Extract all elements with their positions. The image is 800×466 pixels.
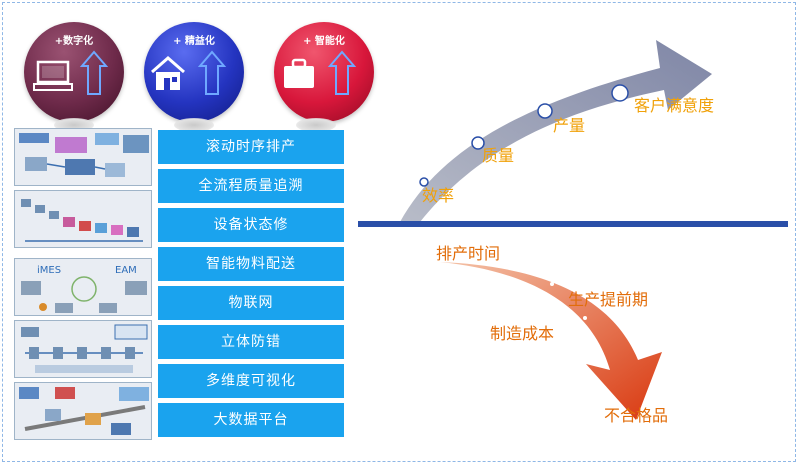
feature-material-delivery: 智能物料配送 [158,247,344,281]
thumbnail-text-eam: EAM [115,265,137,276]
sphere-title: + 精益化 [173,36,215,47]
label-defective-products: 不合格品 [604,406,669,425]
marker-quality [471,136,485,150]
sphere-title: +数字化 [54,36,94,47]
label-customer-satisfaction: 客户满意度 [634,96,715,115]
pedestal [174,118,214,132]
label-lead-time: 生产提前期 [568,290,649,309]
feature-scheduling: 滚动时序排产 [158,130,344,164]
marker-satisfaction [611,84,629,102]
briefcase-icon [284,50,357,95]
computer-icon [33,50,109,95]
thumbnail-visualization [14,382,152,440]
label-manufacturing-cost: 制造成本 [490,324,555,343]
label-quality: 质量 [482,146,515,165]
label-scheduling-time: 排产时间 [436,244,501,263]
feature-error-proofing: 立体防错 [158,325,344,359]
house-icon [151,50,227,95]
label-output: 产量 [553,116,586,135]
thumbnail-scheduling [14,128,152,186]
thumbnail-mes-eam: iMES EAM [14,258,152,316]
thumbnail-traceability [14,190,152,248]
thumbnail-text-imes: iMES [37,265,61,276]
lean-sphere: + 精益化 [144,22,244,122]
thumbnail-error-proofing [14,320,152,378]
pedestal [296,118,336,132]
feature-iot: 物联网 [158,286,344,320]
baseline [358,221,788,227]
marker-efficiency [419,177,429,187]
feature-condition-maintenance: 设备状态修 [158,208,344,242]
intelligence-sphere: + 智能化 [274,22,374,122]
feature-quality-traceability: 全流程质量追溯 [158,169,344,203]
digitalization-sphere: +数字化 [24,22,124,122]
feature-visualization: 多维度可视化 [158,364,344,398]
falling-arrow [440,262,662,420]
label-efficiency: 效率 [422,186,455,205]
feature-big-data: 大数据平台 [158,403,344,437]
marker-output [537,103,553,119]
diagram-frame [2,2,796,462]
rising-arrow [400,40,712,222]
marker-leadtime [550,282,554,286]
marker-cost [583,316,587,320]
sphere-title: + 智能化 [303,36,345,47]
